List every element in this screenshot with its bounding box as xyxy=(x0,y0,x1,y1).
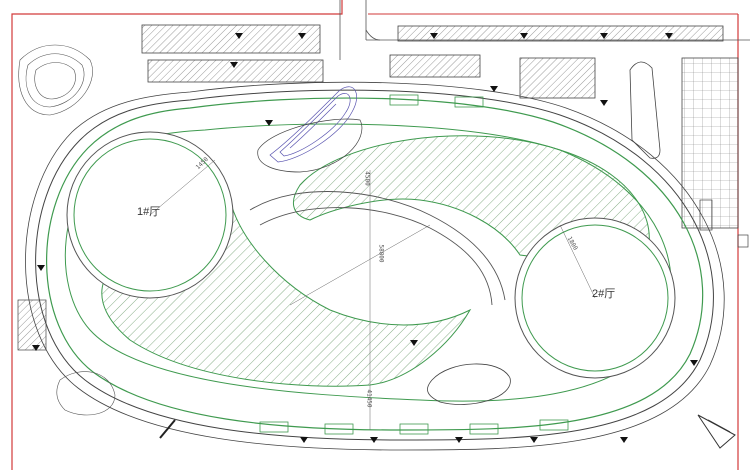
dimension-label: 58800 xyxy=(377,244,385,263)
dimension-label: 4500 xyxy=(363,171,371,186)
planting-island-south xyxy=(427,363,511,405)
dimension-label: 41450 xyxy=(365,389,373,408)
north-arrow-icon xyxy=(697,414,736,449)
dimension-lines xyxy=(149,159,596,430)
parking-area-bottom-left xyxy=(17,299,47,351)
planting-bed-north xyxy=(257,118,363,173)
central-s-path xyxy=(249,191,506,301)
parking-bays-ring xyxy=(259,94,569,435)
tree-marker-icon xyxy=(32,33,698,443)
parking-grid-right xyxy=(681,57,739,229)
hall-2-label: 2#厅 xyxy=(592,288,616,300)
planting-island-right xyxy=(629,61,661,159)
site-boundary xyxy=(11,0,343,470)
hall-1-label: 1#厅 xyxy=(137,206,161,218)
contour-lines-left xyxy=(18,44,116,416)
parking-area-top xyxy=(141,24,724,99)
outer-ring-road xyxy=(25,81,725,451)
